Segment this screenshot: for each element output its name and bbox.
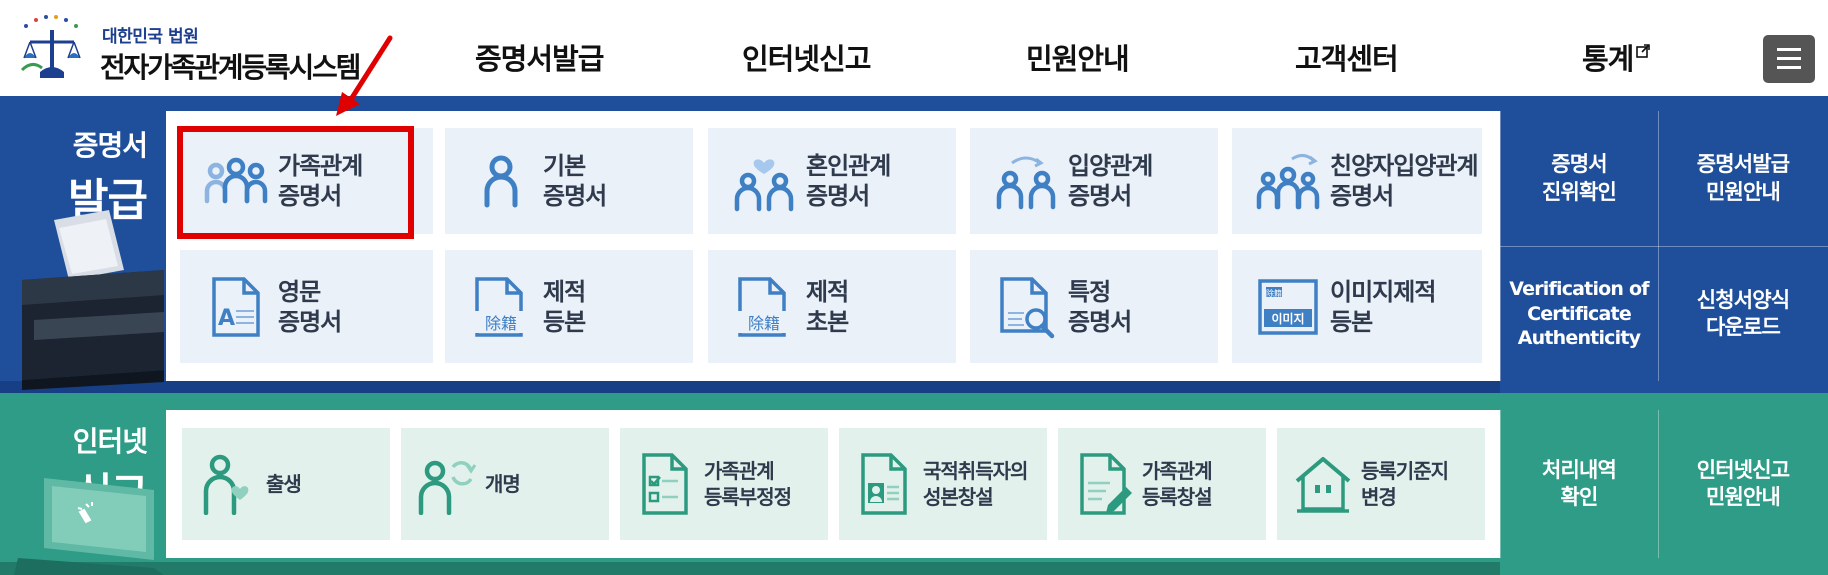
report-title-small: 인터넷 (72, 425, 148, 458)
tile-label: 기본 증명서 (543, 152, 607, 210)
tile-label: 제적 등본 (543, 277, 586, 336)
tile-label: 국적취득자의 성본창설 (923, 459, 1028, 509)
nav-statistics-label: 통계 (1582, 42, 1634, 76)
birth-icon (203, 454, 249, 515)
tile-label: 가족관계 증명서 (278, 152, 363, 210)
tile-birth-report[interactable]: 출생 (182, 428, 390, 540)
link-application-form-download[interactable]: 신청서양식 다운로드 (1696, 287, 1790, 339)
divider (1500, 246, 1828, 247)
removed-register-icon: 除籍 (734, 276, 794, 337)
tile-label: 이미지제적 등본 (1330, 277, 1436, 336)
divider (1658, 111, 1659, 381)
nav-internet-report[interactable]: 인터넷신고 (742, 42, 871, 76)
printer-illustration-icon (22, 210, 164, 390)
link-internet-report-civil-guide[interactable]: 인터넷신고 민원안내 (1696, 457, 1790, 509)
person-icon (484, 155, 518, 208)
adoption-icon (996, 156, 1056, 210)
removed-register-icon: 除籍 (471, 276, 531, 337)
tile-label: 친양자입양관계 증명서 (1330, 152, 1479, 210)
tile-label: 혼인관계 증명서 (806, 152, 891, 210)
nav-statistics[interactable]: 통계 (1582, 36, 1651, 78)
tile-label: 가족관계 등록창설 (1142, 459, 1213, 509)
tile-family-certificate[interactable]: 가족관계 증명서 (180, 128, 433, 234)
couple-heart-icon (734, 159, 794, 212)
tile-label: 제적 초본 (806, 277, 849, 336)
link-certificate-verification[interactable]: 증명서 진위확인 (1541, 152, 1617, 204)
tile-full-adoption-certificate[interactable]: 친양자입양관계 증명서 (1232, 128, 1482, 234)
divider (1500, 111, 1501, 381)
site-header: 대한민국 법원 전자가족관계등록시스템 증명서발급 인터넷신고 민원안내 고객센… (0, 0, 1828, 96)
tile-adoption-certificate[interactable]: 입양관계 증명서 (970, 128, 1218, 234)
tile-english-certificate[interactable]: A 영문 증명서 (180, 250, 433, 363)
family-adoption-icon (1256, 154, 1320, 210)
external-link-icon (1636, 44, 1651, 58)
certificate-section-shadow (0, 381, 1500, 393)
internet-report-section-shadow (0, 562, 1500, 575)
laptop-illustration-icon (14, 478, 164, 575)
tile-image-removed-register[interactable]: 除籍 이미지 이미지제적 등본 (1232, 250, 1482, 363)
site-logo[interactable]: 대한민국 법원 전자가족관계등록시스템 (12, 12, 361, 84)
svg-text:除籍: 除籍 (485, 314, 517, 333)
nav-certificate-issue[interactable]: 증명서발급 (475, 42, 604, 76)
link-processing-history[interactable]: 처리내역 확인 (1541, 457, 1617, 509)
tile-naturalized-surname-creation[interactable]: 국적취득자의 성본창설 (839, 428, 1047, 540)
house-icon (1295, 457, 1351, 513)
tile-label: 가족관계 등록부정정 (704, 459, 792, 509)
tile-register-creation[interactable]: 가족관계 등록창설 (1058, 428, 1266, 540)
tile-label: 입양관계 증명서 (1068, 152, 1153, 210)
link-certificate-civil-guide[interactable]: 증명서발급 민원안내 (1696, 152, 1790, 204)
tile-marriage-certificate[interactable]: 혼인관계 증명서 (708, 128, 956, 234)
svg-text:除籍: 除籍 (748, 314, 780, 333)
divider (1658, 410, 1659, 558)
tile-specific-certificate[interactable]: 특정 증명서 (970, 250, 1218, 363)
hamburger-icon (1777, 48, 1801, 51)
svg-text:除籍: 除籍 (1266, 288, 1282, 298)
checklist-document-icon (642, 453, 688, 515)
certificate-title-small: 증명서 (72, 129, 148, 162)
tile-register-correction[interactable]: 가족관계 등록부정정 (620, 428, 828, 540)
id-document-icon (861, 453, 907, 515)
tile-label: 특정 증명서 (1068, 277, 1132, 336)
menu-button[interactable] (1763, 35, 1815, 83)
tile-basic-certificate[interactable]: 기본 증명서 (445, 128, 693, 234)
nav-civil-guide[interactable]: 민원안내 (1026, 42, 1130, 76)
family-icon (204, 157, 268, 204)
tile-rename-report[interactable]: 개명 (401, 428, 609, 540)
tile-label: 영문 증명서 (278, 277, 342, 336)
tile-removed-register-extract[interactable]: 除籍 제적 초본 (708, 250, 956, 363)
hamburger-icon-line (1777, 57, 1801, 60)
search-document-icon (1000, 276, 1055, 338)
system-name: 전자가족관계등록시스템 (100, 51, 361, 84)
court-emblem-icon (20, 15, 81, 78)
image-register-icon: 除籍 이미지 (1258, 278, 1318, 335)
tile-label: 출생 (266, 472, 302, 496)
tile-label: 등록기준지 변경 (1361, 459, 1449, 509)
tile-label: 개명 (485, 472, 521, 496)
edit-document-icon (1080, 453, 1132, 515)
divider (1500, 410, 1501, 558)
hamburger-icon-line (1777, 66, 1801, 69)
svg-text:이미지: 이미지 (1271, 311, 1304, 326)
nav-customer-center[interactable]: 고객센터 (1295, 42, 1399, 76)
tile-removed-register-transcript[interactable]: 除籍 제적 등본 (445, 250, 693, 363)
rename-icon (418, 460, 477, 515)
svg-text:A: A (218, 306, 235, 331)
tile-registration-base-change[interactable]: 등록기준지 변경 (1277, 428, 1485, 540)
link-verification-english[interactable]: Verification of Certificate Authenticity (1509, 277, 1649, 350)
english-document-icon: A (212, 276, 260, 337)
org-name: 대한민국 법원 (102, 27, 199, 47)
